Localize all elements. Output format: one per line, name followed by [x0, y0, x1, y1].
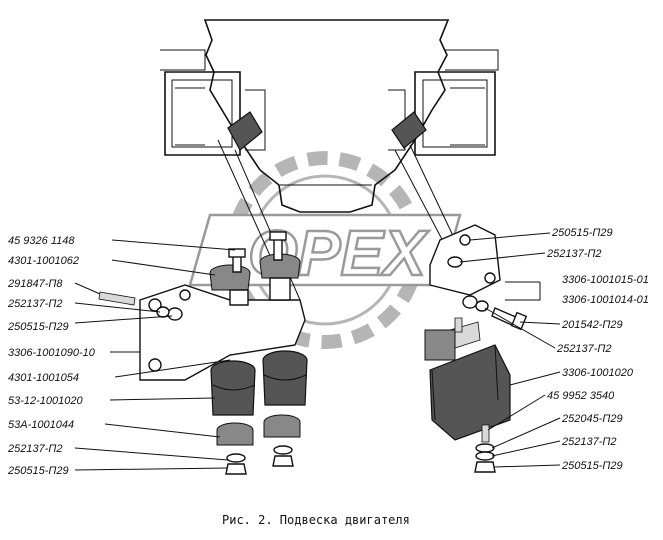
figure-caption: Рис. 2. Подвеска двигателя [222, 513, 410, 527]
label-bracket-left: 3306-1001090-10 [8, 347, 96, 359]
left-mount-assembly [98, 231, 308, 475]
label-bracket-right-1: 3306-1001015-01 [562, 274, 649, 286]
label-nut-bottom-left: 250515-П29 [7, 465, 69, 477]
label-upper-cushion: 4301-1001062 [8, 255, 79, 267]
label-washer-left: 252137-П2 [7, 298, 62, 310]
label-lower-cushion: 53-12-1001020 [8, 395, 84, 407]
leader-lines [74, 232, 561, 471]
label-bolt-right: 201542-П29 [561, 319, 623, 331]
left-labels: 45 9326 1148 4301-1001062 291847-П8 2521… [7, 235, 96, 477]
right-labels: 250515-П29 252137-П2 3306-1001015-01 330… [546, 227, 649, 472]
label-stud: 291847-П8 [7, 278, 63, 290]
label-nut-left: 250515-П29 [7, 321, 69, 333]
label-nut-top-right: 250515-П29 [551, 227, 613, 239]
label-bolt-top: 45 9326 1148 [8, 235, 75, 247]
label-small-cushion: 53А-1001044 [8, 419, 74, 431]
label-bracket-right-2: 3306-1001014-01 [562, 294, 649, 306]
label-nut-bottom-right: 250515-П29 [561, 460, 623, 472]
label-washer-bottom-right: 252137-П2 [561, 436, 616, 448]
label-stud-right: 45 9952 3540 [547, 390, 615, 402]
label-washer-bottom-left: 252137-П2 [7, 443, 62, 455]
label-spring-washer-right: 252045-П29 [561, 413, 623, 425]
label-spacer: 4301-1001054 [8, 372, 79, 384]
label-washer-top-right: 252137-П2 [546, 248, 601, 260]
engine-block [160, 19, 499, 301]
label-washer-mid-right: 252137-П2 [556, 343, 611, 355]
right-mount-assembly [424, 224, 528, 473]
label-cushion-right: 3306-1001020 [562, 367, 634, 379]
